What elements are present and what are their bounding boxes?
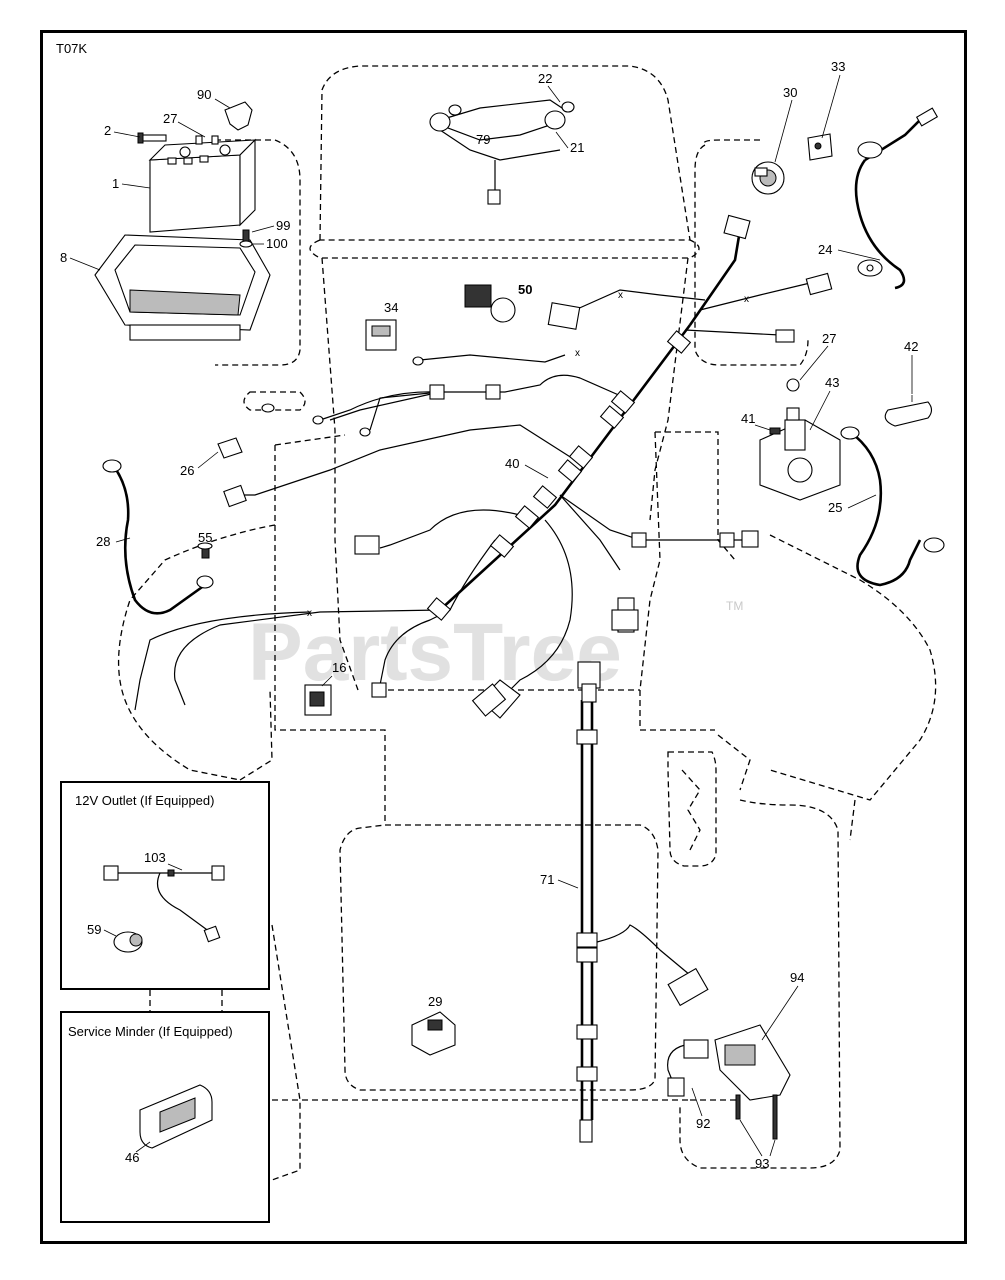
watermark-tm: TM: [726, 599, 743, 613]
callout-34: 34: [384, 300, 398, 315]
callout-71: 71: [540, 872, 554, 887]
screw-55: [197, 542, 213, 559]
watermark: PartsTree: [248, 607, 622, 698]
callout-21: 21: [570, 140, 584, 155]
callout-40: 40: [505, 456, 519, 471]
callout-55: 55: [198, 530, 212, 545]
callout-43: 43: [825, 375, 839, 390]
battery-cable-negative: [840, 426, 945, 587]
battery-tray: [94, 234, 271, 341]
callout-90: 90: [197, 87, 211, 102]
relay: [365, 319, 397, 351]
callout-27-solenoid: 27: [822, 331, 836, 346]
callout-50: 50: [518, 282, 532, 297]
terminal-boot: [884, 395, 933, 427]
callout-41: 41: [741, 411, 755, 426]
callout-30: 30: [783, 85, 797, 100]
callout-1: 1: [112, 176, 119, 191]
rear-harness: [576, 661, 709, 1143]
pto-switch: [464, 284, 516, 323]
callout-46: 46: [125, 1150, 139, 1165]
module-33: [807, 133, 833, 161]
callout-99: 99: [276, 218, 290, 233]
diagram-frame: [40, 30, 967, 1244]
hour-meter-assembly: [667, 1024, 791, 1140]
callout-94: 94: [790, 970, 804, 985]
callout-93: 93: [755, 1156, 769, 1171]
callout-16: 16: [332, 660, 346, 675]
starter-solenoid: [759, 378, 841, 501]
headlight-harness: [429, 99, 575, 205]
callout-42: 42: [904, 339, 918, 354]
callout-25: 25: [828, 500, 842, 515]
ground-wire: [102, 459, 214, 615]
switch-29: [411, 1011, 456, 1056]
callout-79: 79: [476, 132, 490, 147]
battery-cable-positive: [854, 107, 939, 290]
inset-service-minder-title: Service Minder (If Equipped): [68, 1024, 233, 1039]
callout-8: 8: [60, 250, 67, 265]
main-wire-harness: x x x x: [134, 214, 833, 719]
inset-service-minder: Service Minder (If Equipped) 46: [60, 1011, 270, 1223]
tray-screw: [239, 229, 253, 248]
callout-28: 28: [96, 534, 110, 549]
callout-33: 33: [831, 59, 845, 74]
callout-29: 29: [428, 994, 442, 1009]
callout-26: 26: [180, 463, 194, 478]
inset-12v-outlet-title: 12V Outlet (If Equipped): [75, 793, 214, 808]
diagram-code: T07K: [56, 41, 87, 56]
callout-103: 103: [144, 850, 166, 865]
callout-27-battery: 27: [163, 111, 177, 126]
callouts: 1 2 8 27 90 99 100 22 79 21 30 33 24 50 …: [60, 59, 918, 1171]
svg-text:x: x: [307, 608, 312, 619]
ignition-switch: [751, 161, 785, 195]
svg-text:x: x: [744, 294, 749, 305]
callout-22: 22: [538, 71, 552, 86]
switch-16: [304, 684, 332, 716]
callout-24: 24: [818, 242, 832, 257]
svg-text:x: x: [575, 348, 580, 359]
callout-100: 100: [266, 236, 288, 251]
callout-2: 2: [104, 123, 111, 138]
callout-59: 59: [87, 922, 101, 937]
battery: [148, 138, 257, 233]
inset-12v-outlet: 12V Outlet (If Equipped) 103 59: [60, 781, 270, 990]
callout-92: 92: [696, 1116, 710, 1131]
clip-26: [217, 437, 243, 459]
battery-hardware: [137, 101, 253, 145]
svg-text:x: x: [618, 290, 623, 301]
